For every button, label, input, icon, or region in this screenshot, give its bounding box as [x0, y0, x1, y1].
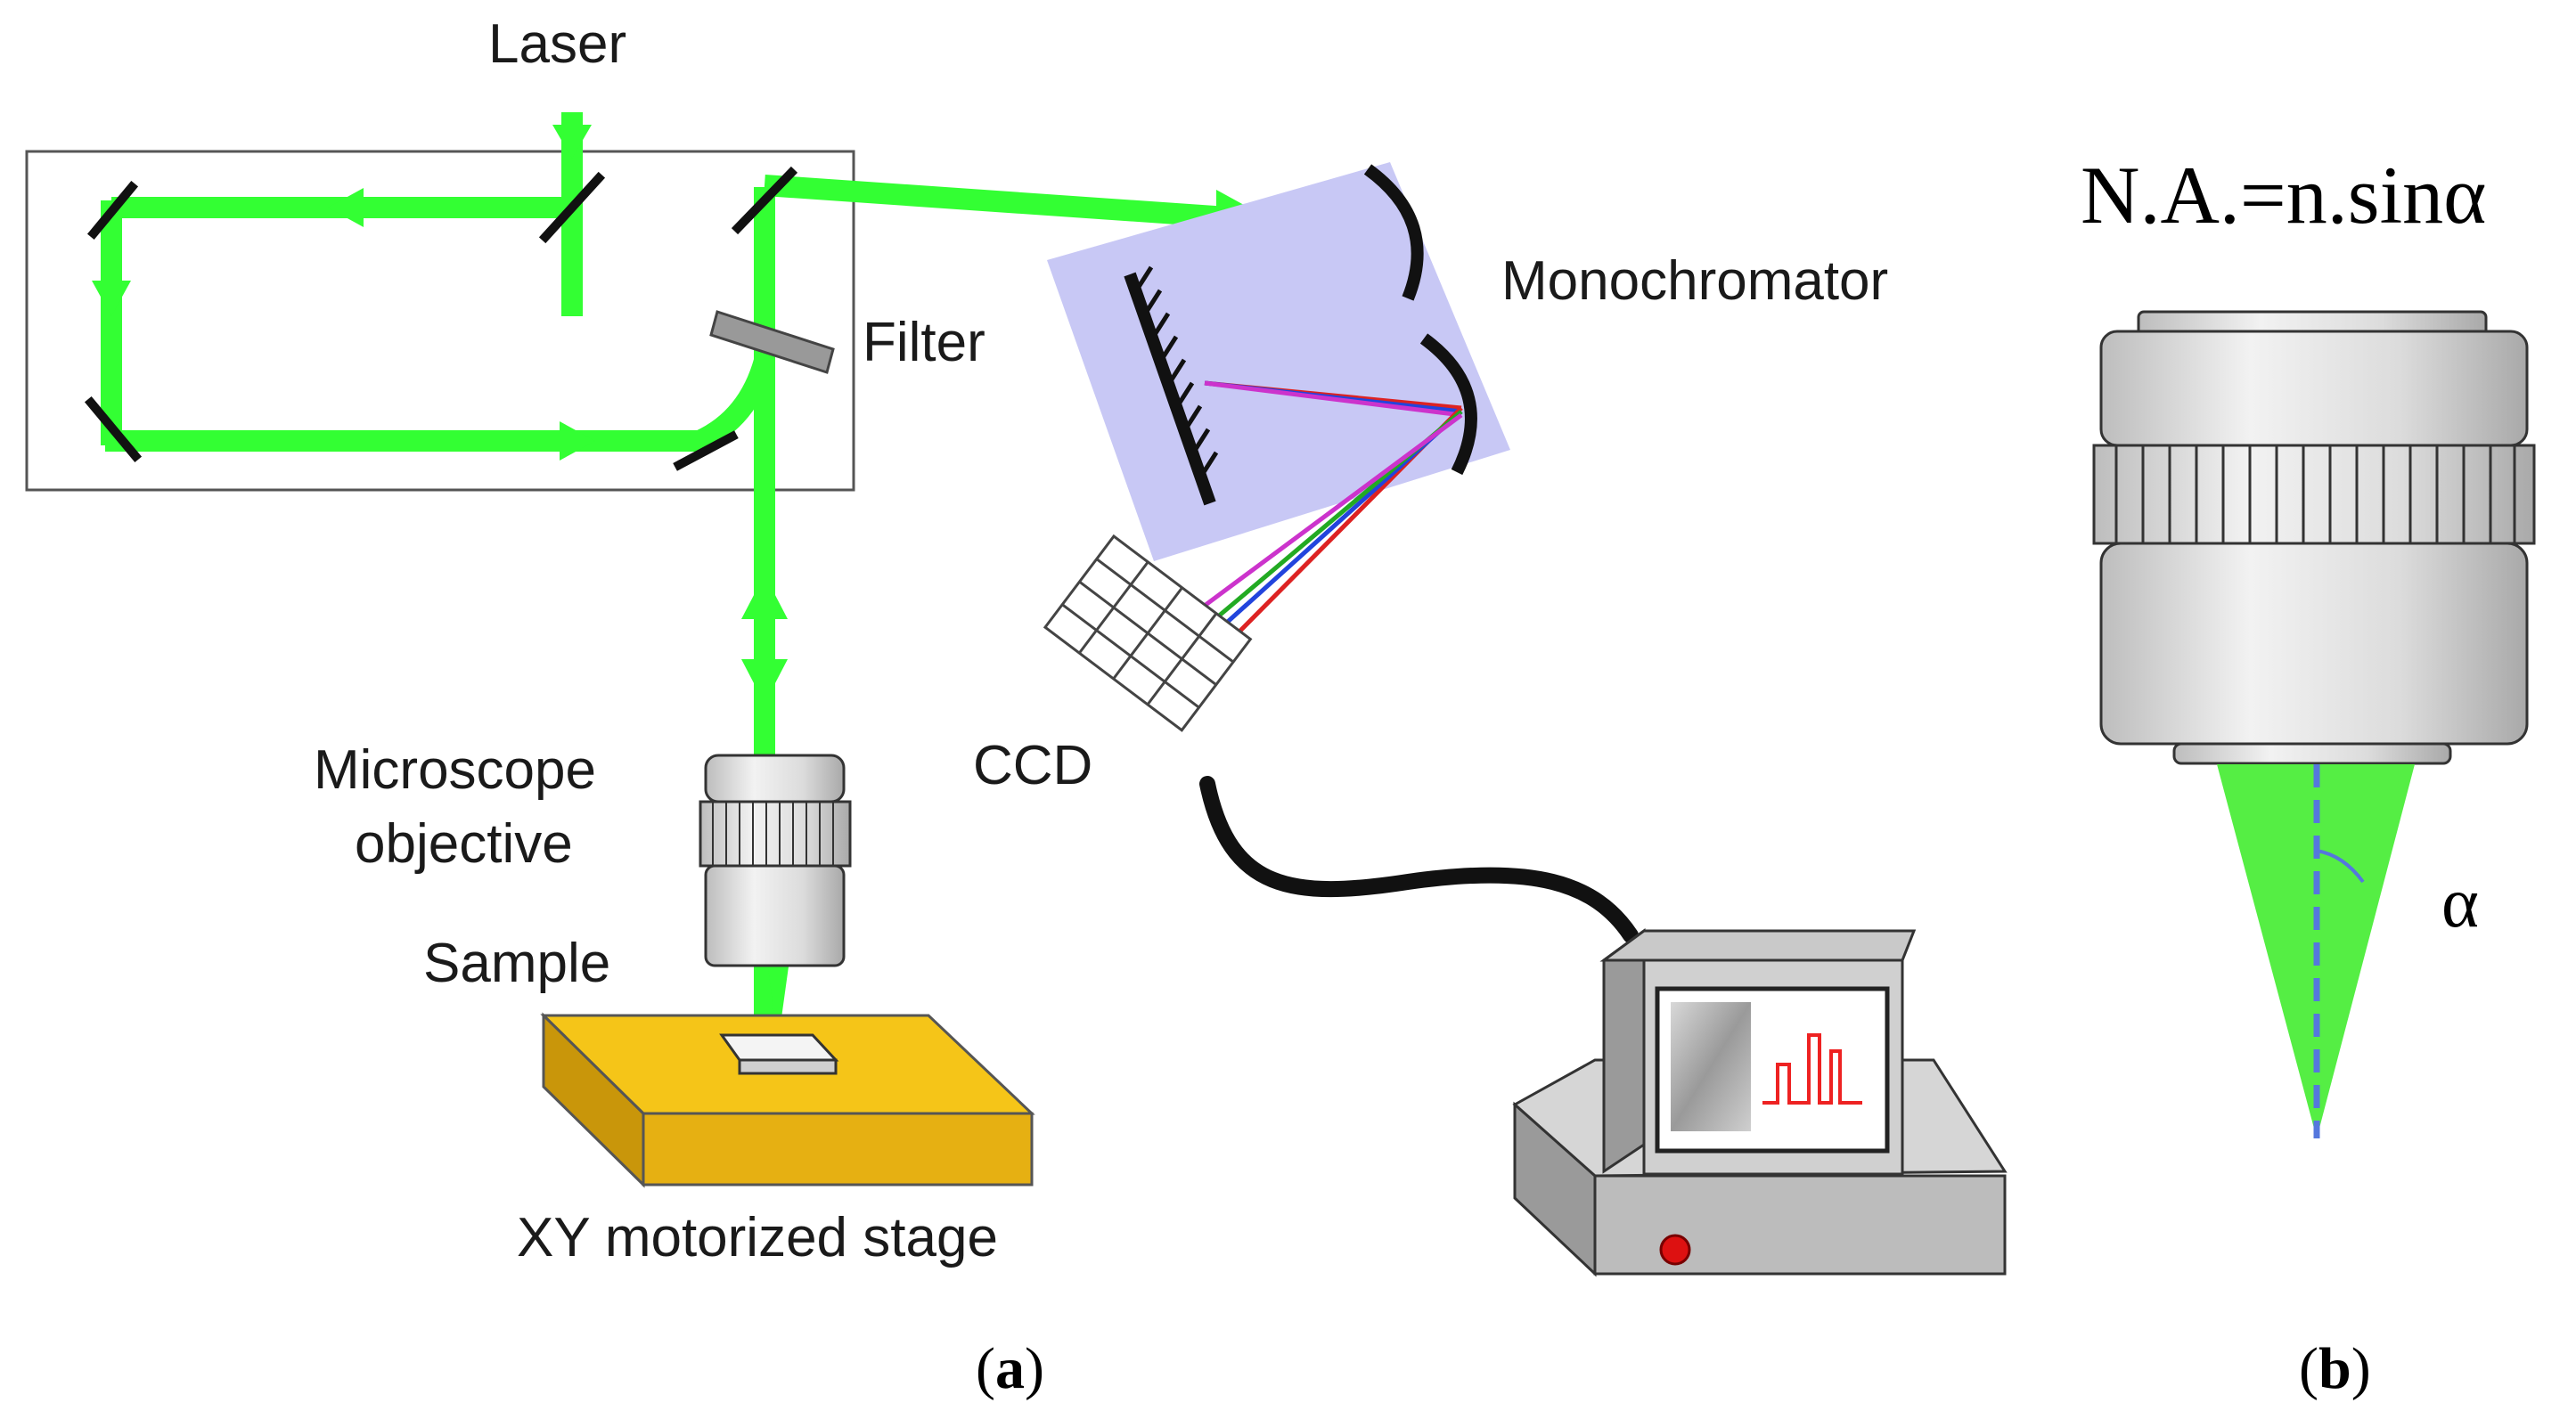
- label-sample: Sample: [423, 933, 610, 994]
- microscope-objective: [699, 754, 852, 967]
- panel-b: N.A.=n.sinα α (b): [2081, 150, 2536, 1401]
- angle-arc: [2316, 849, 2365, 884]
- label-filter: Filter: [863, 312, 985, 373]
- focused-beam: [768, 966, 789, 1024]
- label-ccd: CCD: [973, 735, 1092, 796]
- mirror-bottom-right: [673, 430, 739, 471]
- mirror-top-left: [86, 180, 139, 241]
- power-button: [1659, 1234, 1691, 1266]
- collimating-mirror: [1363, 164, 1424, 301]
- knurled-ring: [2114, 445, 2516, 543]
- sample-slide-front: [738, 1058, 838, 1075]
- mirror-beamsplitter: [538, 171, 606, 244]
- screen-spectrum: [1762, 1033, 1862, 1105]
- monitor-top: [1599, 929, 1917, 962]
- filter-plate: [709, 310, 835, 374]
- panel-a: Laser Filter Monochromator CCD Microscop…: [25, 13, 2008, 1401]
- na-formula: N.A.=n.sinα: [2081, 150, 2486, 241]
- ccd-cable: [1199, 776, 1639, 943]
- label-stage: XY motorized stage: [517, 1207, 998, 1268]
- monitor-side: [1602, 928, 1646, 1174]
- stage-front: [642, 1112, 1034, 1187]
- caption-a: (a): [976, 1336, 1044, 1401]
- mirror-bottom-left: [84, 396, 143, 463]
- monochromator: [1047, 162, 1510, 639]
- screen-image: [1671, 1002, 1751, 1131]
- angle-label: α: [2441, 864, 2479, 942]
- computer-base-front: [1593, 1174, 2007, 1276]
- caption-b: (b): [2299, 1336, 2371, 1401]
- label-objective-line1: Microscope: [314, 739, 596, 801]
- label-objective-line2: objective: [355, 813, 573, 875]
- dispersed-light: [1197, 380, 1463, 639]
- mirror-top-right: [731, 166, 798, 235]
- focusing-mirror: [1419, 333, 1477, 476]
- label-laser: Laser: [488, 13, 626, 75]
- xy-stage: [540, 1012, 1035, 1188]
- large-objective: [2092, 310, 2536, 765]
- mirrors: [84, 166, 798, 471]
- computer: [1512, 928, 2008, 1277]
- ccd-detector: [1043, 534, 1253, 732]
- label-monochromator: Monochromator: [1501, 250, 1888, 312]
- diffraction-grating: [1124, 272, 1216, 506]
- monochromator-box: [1047, 162, 1510, 561]
- grating-teeth: [1136, 265, 1219, 474]
